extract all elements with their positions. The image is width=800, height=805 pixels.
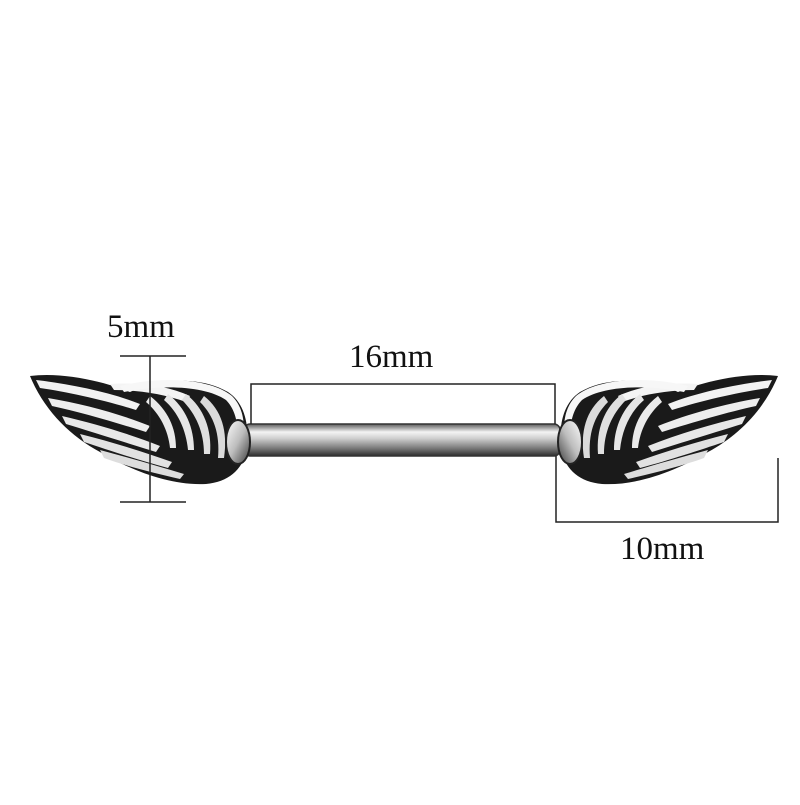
right-wing-end [557,373,779,486]
width-label: 10mm [620,531,705,567]
barbell-bar [243,423,561,457]
length-label: 16mm [349,339,434,375]
height-dimension-line [120,355,186,503]
length-dimension-line [250,383,556,424]
width-dimension-line [555,456,779,523]
height-label: 5mm [107,309,175,345]
left-wing-end [29,373,251,486]
